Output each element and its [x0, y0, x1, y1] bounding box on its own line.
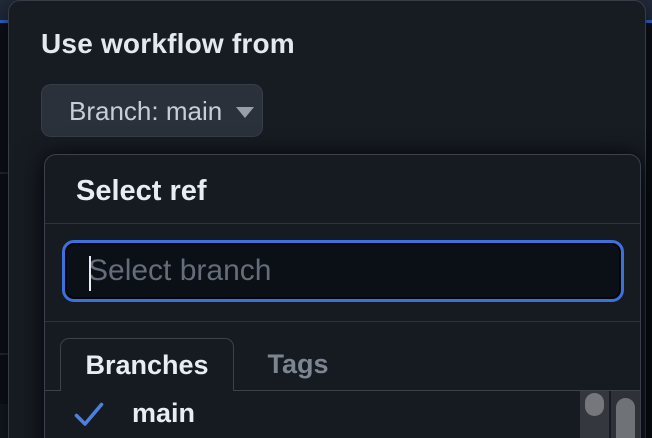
chevron-down-icon	[236, 106, 255, 118]
branch-search-input[interactable]	[67, 245, 619, 297]
branch-selector-button[interactable]: Branch: main	[41, 84, 263, 137]
branch-search-box	[62, 240, 624, 302]
dialog-scrollbar-thumb[interactable]	[616, 398, 635, 438]
branch-name-label: main	[132, 398, 196, 428]
branch-selector-label: Branch: main	[69, 95, 223, 126]
list-scrollbar-thumb[interactable]	[585, 393, 604, 416]
list-scrollbar[interactable]	[580, 391, 609, 438]
background-row-divider	[0, 353, 8, 355]
branch-list-item-main[interactable]: main	[45, 391, 576, 438]
tab-tags-label: Tags	[267, 348, 329, 379]
background-patch	[0, 404, 8, 438]
text-cursor	[89, 256, 91, 291]
divider	[45, 321, 640, 322]
tab-branches-label: Branches	[85, 349, 209, 380]
divider	[45, 223, 640, 224]
run-workflow-dropdown-panel: Use workflow from Branch: main Select re…	[8, 0, 646, 438]
background-row-divider	[0, 172, 8, 174]
tabs-bottom-border	[45, 390, 640, 391]
check-icon	[74, 402, 104, 426]
use-workflow-from-label: Use workflow from	[41, 28, 295, 59]
select-ref-dialog: Select ref Branches Tags main	[44, 154, 641, 438]
tab-branches[interactable]: Branches	[60, 338, 234, 391]
dialog-scrollbar[interactable]	[611, 391, 640, 438]
select-ref-title: Select ref	[76, 175, 207, 207]
tab-tags[interactable]: Tags	[234, 338, 362, 390]
